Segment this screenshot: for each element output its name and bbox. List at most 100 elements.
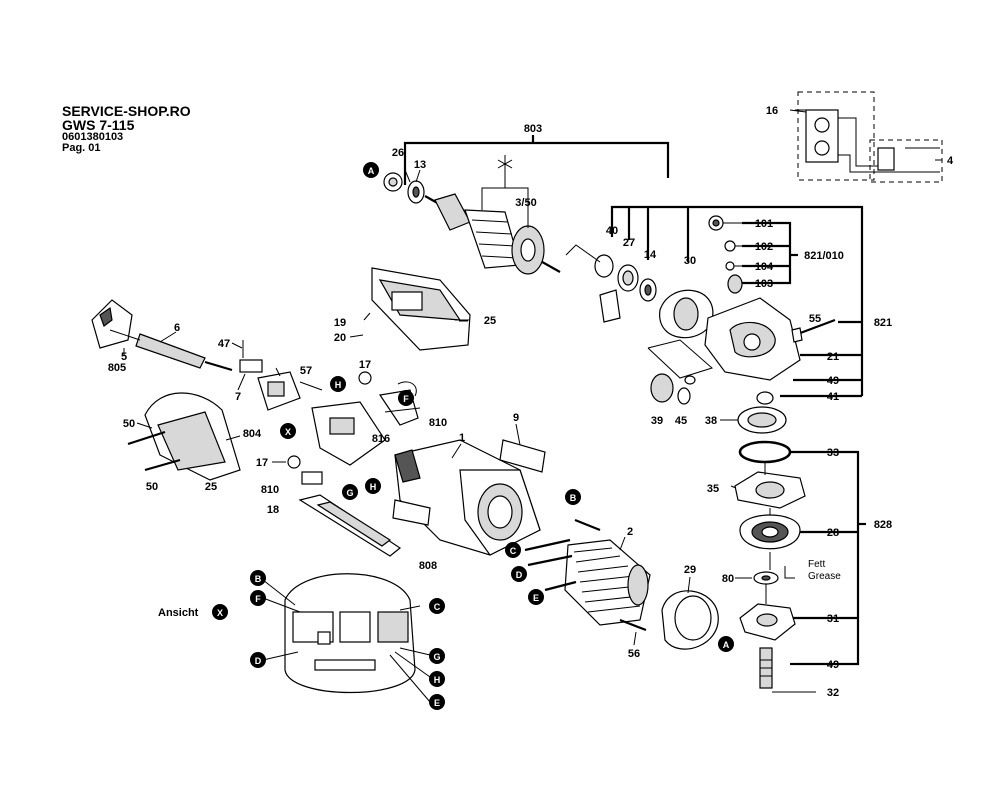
power-cord (91, 299, 263, 373)
fett-label: Fett (808, 559, 825, 570)
marker-d-2: D (250, 652, 266, 668)
label-31: 31 (827, 613, 839, 625)
label-4: 4 (947, 155, 954, 167)
svg-text:E: E (533, 593, 539, 603)
label-57: 57 (300, 365, 312, 377)
label-29: 29 (684, 564, 696, 576)
leader-lines (123, 109, 806, 646)
label-55: 55 (809, 313, 821, 325)
label-17b: 17 (256, 457, 268, 469)
marker-a-fan: A (718, 636, 734, 652)
label-13: 13 (414, 159, 426, 171)
label-9: 9 (513, 412, 519, 424)
label-2: 2 (627, 526, 633, 538)
label-805: 805 (108, 362, 126, 374)
svg-text:A: A (368, 166, 375, 176)
svg-text:D: D (255, 656, 262, 666)
label-21: 21 (827, 351, 839, 363)
motor-housing (392, 439, 546, 556)
label-810b: 810 (261, 484, 279, 496)
label-80: 80 (722, 573, 734, 585)
marker-circles: A A H F X G H B C D E B F C X D G H E (212, 162, 734, 710)
label-56: 56 (628, 648, 640, 660)
label-50b: 50 (146, 481, 158, 493)
gear-parts (565, 244, 714, 339)
label-39: 39 (651, 415, 663, 427)
label-25a: 25 (484, 315, 496, 327)
label-47: 47 (218, 338, 230, 350)
label-6: 6 (174, 322, 180, 334)
gear-head-housing (704, 297, 836, 382)
svg-text:X: X (217, 608, 223, 618)
part-labels: 803 26 13 3/50 40 27 14 30 101 102 104 1… (108, 105, 954, 699)
label-14: 14 (644, 249, 657, 261)
marker-b-2: B (250, 570, 266, 586)
svg-text:F: F (255, 594, 261, 604)
svg-text:H: H (370, 482, 377, 492)
stator (524, 518, 651, 626)
label-18: 18 (267, 504, 279, 516)
label-3-50: 3/50 (515, 197, 536, 209)
marker-e-2: E (429, 694, 445, 710)
fan-cover (619, 590, 719, 650)
label-810a: 810 (429, 417, 447, 429)
svg-text:H: H (335, 380, 342, 390)
label-101: 101 (755, 218, 773, 230)
switch-schematic (789, 91, 943, 183)
rear-housing-25 (371, 267, 471, 351)
view-x-panel (262, 573, 431, 703)
marker-x-2: X (212, 604, 228, 620)
header-block: SERVICE-SHOP.RO GWS 7-115 0601380103 Pag… (62, 104, 191, 154)
label-103: 103 (755, 278, 773, 290)
svg-text:C: C (434, 602, 441, 612)
label-5: 5 (121, 351, 127, 363)
svg-text:X: X (285, 427, 291, 437)
label-27: 27 (623, 237, 635, 249)
label-40: 40 (606, 225, 618, 237)
svg-text:H: H (434, 675, 441, 685)
label-104: 104 (755, 261, 774, 273)
marker-f-1: F (398, 390, 414, 406)
page-number: Pag. 01 (62, 142, 101, 154)
label-25b: 25 (205, 481, 217, 493)
marker-f-2: F (250, 590, 266, 606)
svg-text:G: G (433, 652, 440, 662)
marker-g-1: G (342, 484, 358, 500)
label-102: 102 (755, 241, 773, 253)
svg-text:F: F (403, 394, 409, 404)
label-828: 828 (874, 519, 892, 531)
label-804: 804 (243, 428, 262, 440)
flange-parts (734, 440, 816, 693)
label-821-010: 821/010 (804, 250, 844, 262)
marker-x-1: X (280, 423, 296, 439)
model-name: GWS 7-115 (62, 117, 135, 133)
grease-label: Grease (808, 571, 841, 582)
marker-h-1: H (330, 376, 346, 392)
label-26: 26 (392, 147, 404, 159)
marker-a-top: A (363, 162, 379, 178)
svg-text:E: E (434, 698, 440, 708)
label-1: 1 (459, 432, 465, 444)
label-16: 16 (766, 105, 778, 117)
label-7: 7 (235, 391, 241, 403)
svg-text:B: B (255, 574, 262, 584)
svg-text:B: B (570, 493, 577, 503)
label-32: 32 (827, 687, 839, 699)
marker-c-1: C (505, 542, 521, 558)
label-821: 821 (874, 317, 892, 329)
label-35: 35 (707, 483, 719, 495)
ansicht-label: Ansicht (158, 607, 199, 619)
part-number: 0601380103 (62, 131, 124, 143)
label-803: 803 (524, 123, 542, 135)
marker-e-1: E (528, 589, 544, 605)
label-20: 20 (334, 332, 346, 344)
label-45: 45 (675, 415, 687, 427)
marker-b-1: B (565, 489, 581, 505)
svg-text:C: C (510, 546, 517, 556)
gear-39-45-38 (647, 339, 787, 434)
svg-text:D: D (516, 570, 523, 580)
marker-d-1: D (511, 566, 527, 582)
armature-group (383, 155, 561, 275)
marker-c-2: C (429, 598, 445, 614)
